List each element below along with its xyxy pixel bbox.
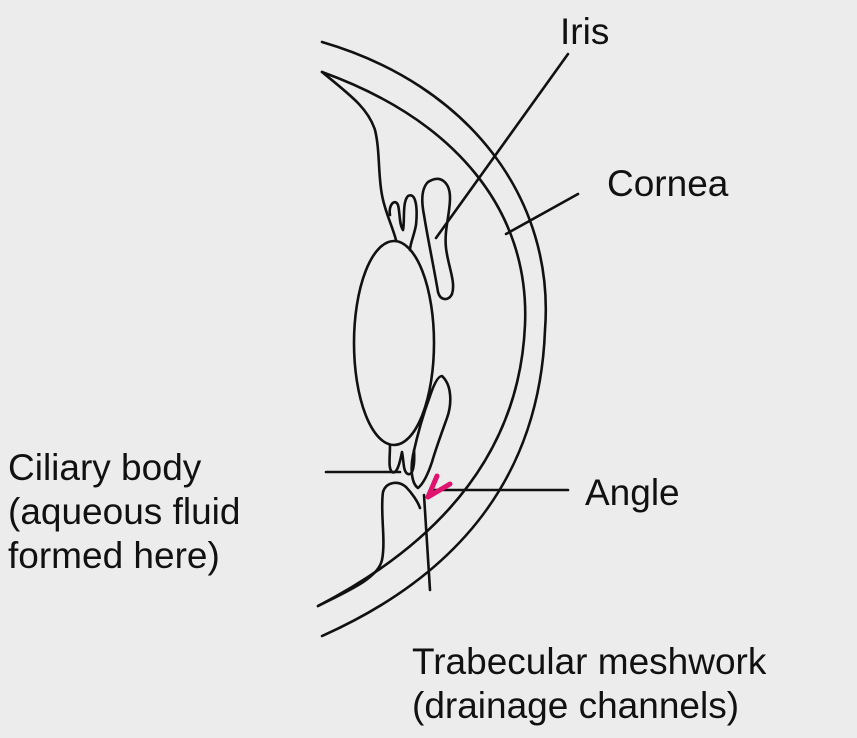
lower-ciliary-body bbox=[318, 483, 420, 606]
trabecular-meshwork-label-line-1: Trabecular meshwork bbox=[412, 640, 766, 684]
ciliary-body-label: Ciliary body (aqueous fluid formed here) bbox=[8, 446, 240, 578]
cornea-inner-edge bbox=[318, 72, 525, 606]
angle-label: Angle bbox=[585, 471, 680, 515]
lens bbox=[354, 241, 434, 445]
trabecular-meshwork-label-line-2: (drainage channels) bbox=[412, 684, 766, 728]
iris-label: Iris bbox=[560, 10, 609, 54]
trabecular-meshwork-label: Trabecular meshwork (drainage channels) bbox=[412, 640, 766, 728]
cornea-label: Cornea bbox=[607, 162, 728, 206]
upper-iris-root bbox=[322, 72, 396, 240]
ciliary-body-label-line-2: (aqueous fluid bbox=[8, 490, 240, 534]
cornea-leader-line bbox=[506, 194, 578, 234]
angle-highlight bbox=[428, 476, 450, 497]
lower-iris bbox=[412, 376, 451, 488]
ciliary-body-label-line-3: formed here) bbox=[8, 534, 240, 578]
ciliary-body-label-line-1: Ciliary body bbox=[8, 446, 240, 490]
